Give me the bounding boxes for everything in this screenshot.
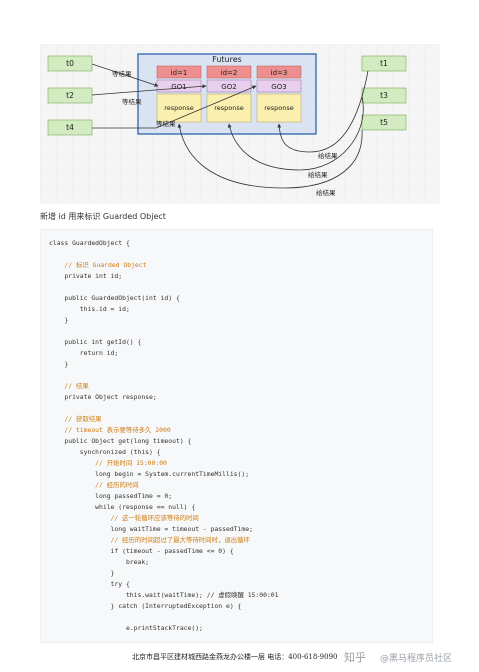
id-label-1: id=1 [171, 69, 188, 77]
give-arrow-t1 [277, 70, 369, 153]
thread-t0 [47, 55, 93, 72]
code-line: if (timeout - passedTime <= 0) { [49, 547, 234, 555]
code-line: e.printStackTrace(); [49, 624, 203, 632]
watermark-zhihu: 知乎 [344, 651, 366, 664]
id-cell-3 [256, 65, 302, 79]
response-label-3: response [264, 104, 294, 112]
code-line: // 结果 [49, 382, 89, 390]
code-line: // 获取结果 [49, 415, 102, 423]
go-cell-2 [206, 79, 252, 93]
code-line: } [49, 569, 115, 577]
give-arrow-t5 [177, 123, 363, 189]
futures-diagram: Futures id=1 id=2 id=3 GO1 GO2 GO3 respo… [40, 44, 440, 204]
response-label-1: response [164, 104, 194, 112]
wait-arrow-t0 [91, 63, 159, 87]
go-label-1: GO1 [171, 83, 186, 91]
watermark-author: @黑马程序员社区 [380, 654, 453, 664]
give-label-3: 给结果 [316, 188, 336, 197]
id-label-2: id=2 [221, 69, 238, 77]
code-line: this.id = id; [49, 305, 130, 313]
code-line: this.wait(waitTime); // 虚假唤醒 15:00:01 [49, 591, 279, 599]
code-line: // 经历的时间 [49, 481, 139, 489]
id-cell-1 [156, 65, 202, 79]
code-line: } [49, 316, 69, 324]
wait-arrow-t2 [91, 84, 207, 96]
thread-label-t5: t5 [380, 118, 388, 127]
diagram-caption: 新增 id 用来标识 Guarded Object [40, 212, 166, 221]
wait-label-3: 等结果 [156, 119, 176, 128]
code-line: } catch (InterruptedException e) { [49, 602, 242, 610]
code-line: public Object get(long timeout) { [49, 437, 192, 445]
wait-arrow-t4 [92, 85, 257, 129]
code-line: } [49, 360, 69, 368]
code-line: private Object response; [49, 393, 157, 401]
code-line: // 开始时间 15:00:00 [49, 459, 167, 467]
response-label-2: response [214, 104, 244, 112]
response-cell-2 [206, 93, 252, 123]
response-cell-1 [156, 93, 202, 123]
give-label-1: 给结果 [318, 151, 338, 160]
thread-label-t3: t3 [380, 91, 388, 100]
code-line: // timeout 表示要等待多久 2000 [49, 426, 171, 434]
page-footer: 北京市昌平区建材城西路金燕龙办公楼一层 电话：400-618-9090 知乎 @… [0, 648, 479, 672]
thread-label-t2: t2 [66, 91, 74, 100]
thread-label-t0: t0 [66, 59, 74, 68]
give-arrow-t3 [227, 95, 364, 171]
code-line: synchronized (this) { [49, 448, 161, 456]
diagram-canvas: Futures id=1 id=2 id=3 GO1 GO2 GO3 respo… [40, 44, 440, 204]
code-line: private int id; [49, 272, 123, 280]
code-line: class GuardedObject { [49, 239, 130, 247]
code-line: // 经历的时间超过了最大等待时间时，退出循环 [49, 536, 250, 544]
thread-t1 [361, 55, 407, 72]
code-line: public GuardedObject(int id) { [49, 294, 180, 302]
code-line: long begin = System.currentTimeMillis(); [49, 470, 250, 478]
futures-title: Futures [212, 55, 242, 64]
thread-label-t4: t4 [66, 123, 74, 132]
code-line: try { [49, 580, 130, 588]
wait-label-1: 等结果 [112, 69, 132, 78]
go-label-3: GO3 [271, 83, 286, 91]
code-block: class GuardedObject { // 标识 Guarded Obje… [40, 229, 433, 643]
code-line: break; [49, 558, 150, 566]
code-line: public int getId() { [49, 338, 142, 346]
wait-label-2: 等结果 [122, 97, 142, 106]
id-label-3: id=3 [271, 69, 288, 77]
thread-label-t1: t1 [380, 59, 388, 68]
give-label-2: 给结果 [308, 170, 328, 179]
code-line: // 这一轮循环应该等待的时间 [49, 514, 199, 522]
code-listing: class GuardedObject { // 标识 Guarded Obje… [49, 238, 278, 634]
thread-t2 [47, 87, 93, 104]
footer-address: 北京市昌平区建材城西路金燕龙办公楼一层 电话：400-618-9090 [132, 653, 338, 661]
code-line: long passedTime = 0; [49, 492, 173, 500]
go-label-2: GO2 [221, 83, 236, 91]
code-line: return id; [49, 349, 119, 357]
thread-t4 [47, 119, 93, 136]
go-cell-3 [256, 79, 302, 93]
code-line: long waitTime = timeout - passedTime; [49, 525, 253, 533]
code-line: // 标识 Guarded Object [49, 261, 147, 269]
response-cell-3 [256, 93, 302, 123]
code-line: while (response == null) { [49, 503, 196, 511]
id-cell-2 [206, 65, 252, 79]
